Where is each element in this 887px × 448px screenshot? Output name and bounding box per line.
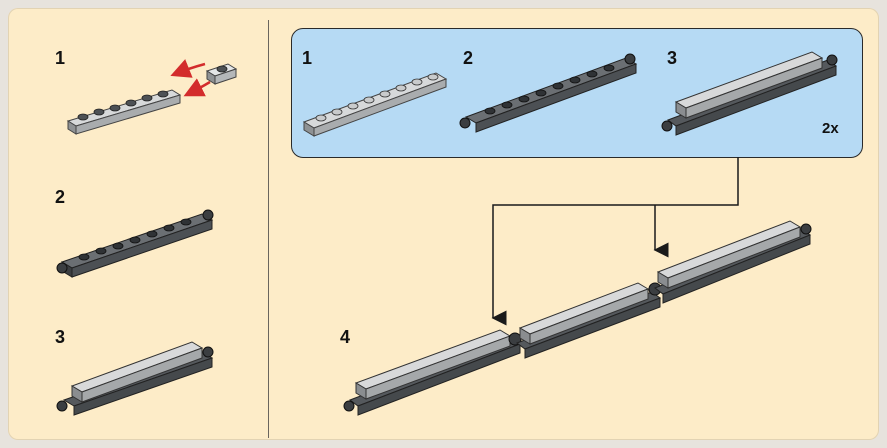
final-step-illustration (344, 221, 811, 415)
left-step-1-illustration (68, 64, 236, 134)
left-step-2-illustration (57, 210, 213, 277)
left-step-3-illustration (57, 342, 213, 415)
sub-step-3-illustration (662, 52, 837, 135)
sub-step-1-illustration (304, 73, 446, 136)
sub-step-2-illustration (460, 54, 636, 132)
